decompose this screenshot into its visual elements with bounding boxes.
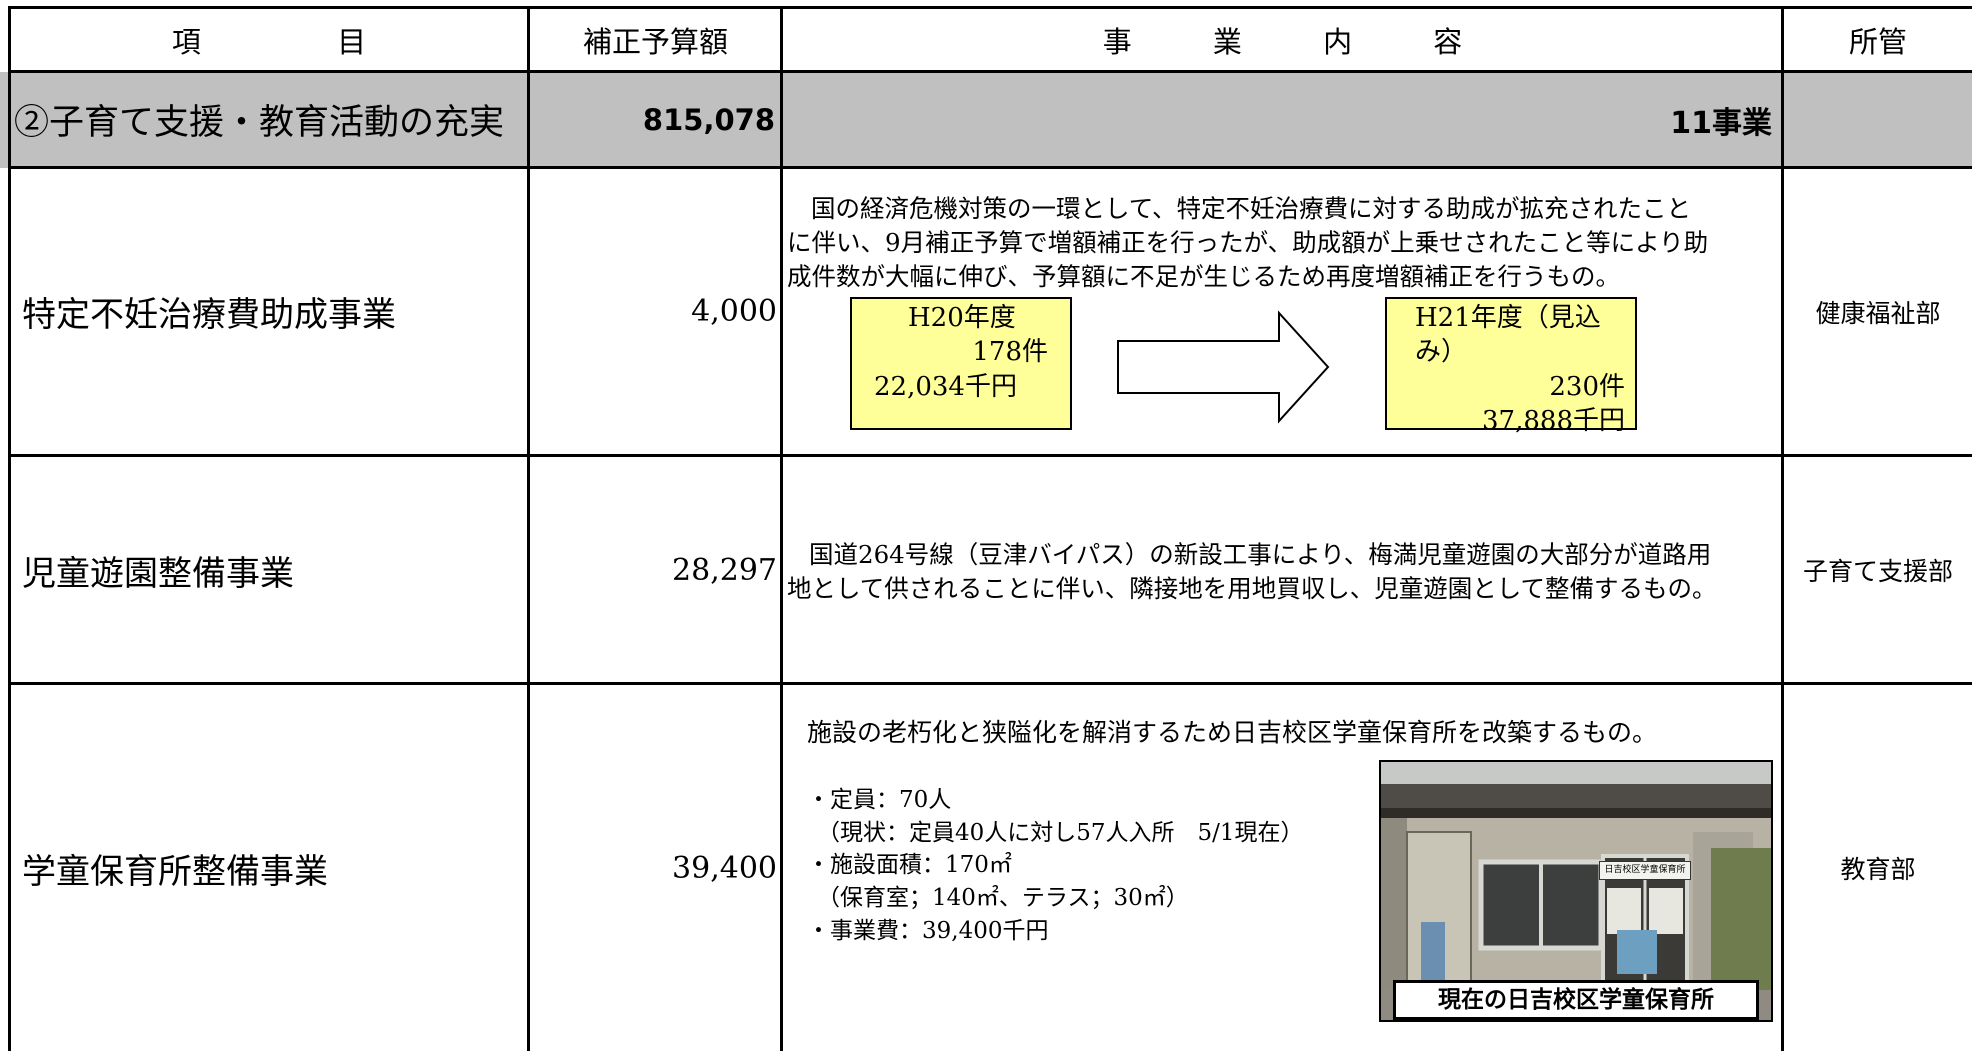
header-dept-label: 所管 bbox=[1848, 24, 1907, 59]
after-amount: 37,888千円 bbox=[1482, 405, 1625, 436]
grid-line bbox=[8, 454, 1972, 457]
row-2-dept-text: 子育て支援部 bbox=[1802, 557, 1953, 586]
after-count: 230件 bbox=[1549, 371, 1625, 402]
row-2-name-text: 児童遊園整備事業 bbox=[22, 553, 294, 594]
grid-line bbox=[8, 682, 1972, 685]
row-3-detail-line: ・定員：70人 bbox=[807, 787, 952, 813]
row-1-name: 特定不妊治療費助成事業 bbox=[10, 168, 528, 455]
after-year: H21年度（見込み） bbox=[1415, 303, 1601, 368]
row-3-name: 学童保育所整備事業 bbox=[10, 685, 528, 1051]
photo-caption: 現在の日吉校区学童保育所 bbox=[1393, 980, 1759, 1020]
header-item-label: 項 目 bbox=[171, 24, 393, 59]
grid-line bbox=[8, 6, 11, 1051]
row-3-dept: 教育部 bbox=[1784, 685, 1972, 1051]
facility-photo: 日吉校区学童保育所 現在の日吉校区学童保育所 bbox=[1379, 760, 1773, 1022]
grid-line bbox=[8, 6, 1972, 9]
row-2-amount-text: 28,297 bbox=[672, 552, 777, 588]
row-3-detail-line: （保育室；140㎡、テラス；30㎡） bbox=[817, 884, 1189, 911]
header-content: 事 業 内 容 bbox=[783, 8, 1782, 71]
row-3-description: 施設の老朽化と狭隘化を解消するため日吉校区学童保育所を改築するもの。 bbox=[807, 716, 1767, 751]
grid-line bbox=[8, 70, 1972, 73]
facility-sign: 日吉校区学童保育所 bbox=[1599, 861, 1691, 880]
row-1-name-text: 特定不妊治療費助成事業 bbox=[22, 295, 396, 335]
header-item: 項 目 bbox=[10, 8, 528, 71]
row-1-description-line: に伴い、9月補正予算で増額補正を行ったが、助成額が上乗せされたこと等により助 bbox=[787, 227, 1709, 257]
section-count-text: 11事業 bbox=[1670, 105, 1772, 141]
row-1-description: 国の経済危機対策の一環として、特定不妊治療費に対する助成が拡充されたこと に伴い… bbox=[787, 192, 1787, 293]
row-3-amount-text: 39,400 bbox=[672, 850, 777, 886]
header-budget-label: 補正予算額 bbox=[582, 24, 728, 59]
before-box: H20年度 178件 22,034千円 bbox=[850, 297, 1072, 430]
row-1-description-line: 国の経済危機対策の一環として、特定不妊治療費に対する助成が拡充されたこと bbox=[811, 194, 1692, 223]
row-1-dept: 健康福祉部 bbox=[1784, 168, 1972, 455]
header-budget: 補正予算額 bbox=[530, 8, 781, 71]
section-title-text: ②子育て支援・教育活動の充実 bbox=[14, 103, 505, 143]
photo-caption-text: 現在の日吉校区学童保育所 bbox=[1438, 987, 1714, 1013]
header-dept: 所管 bbox=[1784, 8, 1972, 71]
row-2-description: 国道264号線（豆津バイパス）の新設工事により、梅満児童遊園の大部分が道路用 地… bbox=[787, 538, 1787, 606]
grid-line bbox=[780, 6, 783, 1051]
grid-line bbox=[1781, 6, 1784, 1051]
section-row-background bbox=[0, 72, 1972, 168]
row-2-name: 児童遊園整備事業 bbox=[10, 457, 528, 683]
section-amount-text: 815,078 bbox=[642, 102, 775, 137]
row-2-dept: 子育て支援部 bbox=[1784, 457, 1972, 683]
row-2-amount: 28,297 bbox=[530, 457, 781, 683]
row-1-amount-text: 4,000 bbox=[691, 294, 777, 329]
header-content-label: 事 業 内 容 bbox=[1102, 24, 1489, 59]
row-3-amount: 39,400 bbox=[530, 685, 781, 1051]
row-1-amount: 4,000 bbox=[530, 168, 781, 455]
facility-sign-text: 日吉校区学童保育所 bbox=[1604, 865, 1686, 875]
before-year: H20年度 bbox=[908, 303, 1016, 333]
row-1-dept-text: 健康福祉部 bbox=[1815, 298, 1941, 328]
section-title: ②子育て支援・教育活動の充実 bbox=[10, 72, 528, 167]
grid-line bbox=[527, 6, 530, 1051]
arrow-right-icon bbox=[1117, 310, 1330, 424]
row-2-description-line: 国道264号線（豆津バイパス）の新設工事により、梅満児童遊園の大部分が道路用 bbox=[809, 540, 1712, 569]
row-3-dept-text: 教育部 bbox=[1840, 855, 1916, 884]
row-3-detail-line: （現状：定員40人に対し57人入所 5/1現在） bbox=[817, 819, 1304, 846]
section-amount: 815,078 bbox=[530, 72, 781, 167]
row-3-details: ・定員：70人 （現状：定員40人に対し57人入所 5/1現在） ・施設面積：1… bbox=[807, 784, 1367, 947]
before-amount: 22,034千円 bbox=[874, 371, 1017, 402]
row-3-detail-line: ・事業費：39,400千円 bbox=[807, 917, 1049, 944]
row-3-detail-line: ・施設面積：170㎡ bbox=[807, 852, 1012, 879]
section-count: 11事業 bbox=[783, 72, 1782, 167]
before-count: 178件 bbox=[972, 337, 1048, 368]
row-1-description-line: 成件数が大幅に伸び、予算額に不足が生じるため再度増額補正を行うもの。 bbox=[787, 261, 1620, 291]
row-3-name-text: 学童保育所整備事業 bbox=[22, 851, 328, 892]
grid-line bbox=[8, 166, 1972, 169]
row-2-description-line: 地として供されることに伴い、隣接地を用地買収し、児童遊園として整備するもの。 bbox=[787, 573, 1717, 603]
row-3-description-text: 施設の老朽化と狭隘化を解消するため日吉校区学童保育所を改築するもの。 bbox=[807, 718, 1658, 747]
after-box: H21年度（見込み） 230件 37,888千円 bbox=[1385, 297, 1637, 436]
